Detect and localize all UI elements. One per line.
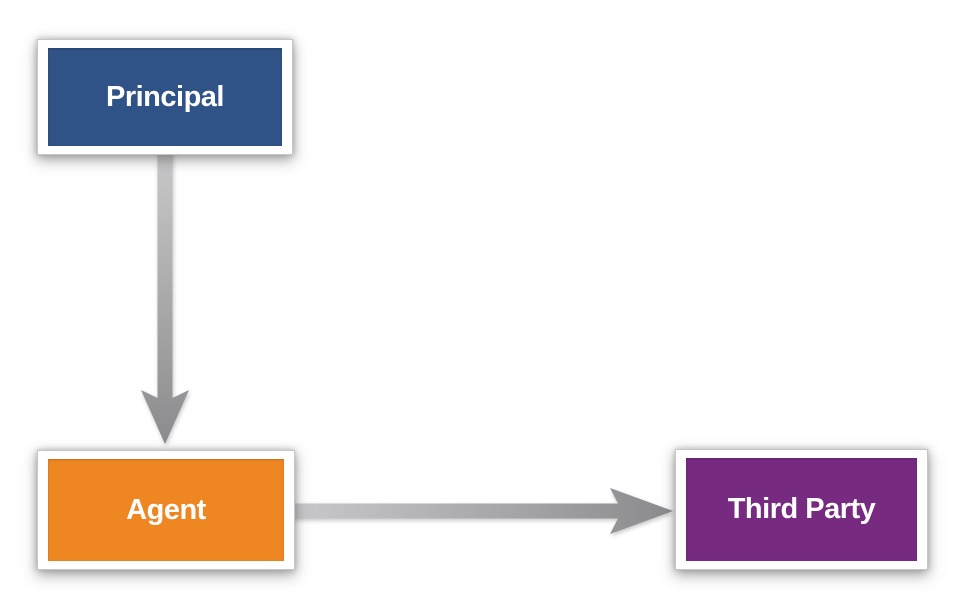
node-third-party-fill: Third Party	[686, 458, 917, 561]
arrow-principal-to-agent-icon	[141, 150, 189, 444]
node-agent: Agent	[37, 450, 295, 570]
arrow-agent-to-third-party-icon	[292, 488, 673, 534]
node-principal: Principal	[37, 39, 293, 155]
node-principal-fill: Principal	[48, 48, 282, 146]
node-third-party: Third Party	[675, 449, 928, 570]
node-principal-label: Principal	[106, 80, 225, 113]
node-agent-fill: Agent	[48, 459, 284, 561]
node-agent-label: Agent	[126, 493, 206, 526]
node-third-party-label: Third Party	[727, 493, 876, 525]
